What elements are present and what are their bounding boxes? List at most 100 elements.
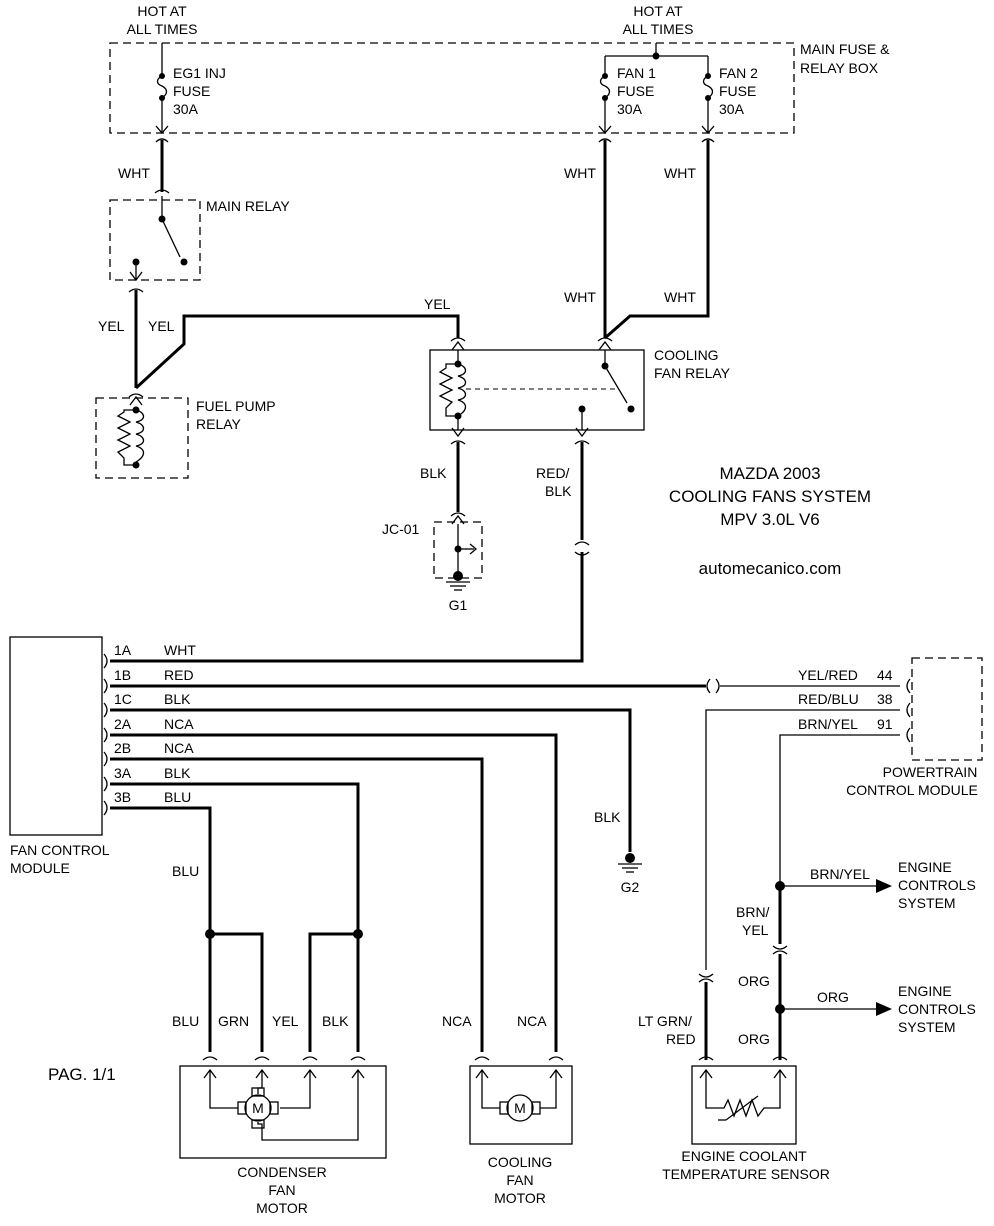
wire-label-nca-2: NCA: [517, 1013, 547, 1029]
wire-label-lt-grn-red-1: LT GRN/: [638, 1013, 692, 1029]
wire-label-org-right: ORG: [817, 989, 849, 1005]
pcm-pin-91: 91: [877, 716, 893, 732]
engine-controls-1-line3: SYSTEM: [898, 895, 956, 911]
eg1-fuse-label-2: FUSE: [173, 83, 210, 99]
wire-yel-top: [134, 314, 460, 390]
g2-ground-symbol: [618, 853, 642, 873]
eg1-fuse-label-3: 30A: [173, 101, 199, 117]
fcm-pin-1a: 1A: [114, 642, 132, 658]
cooling-fan-relay-label-2: FAN RELAY: [654, 365, 731, 381]
cooling-fan-relay-internals: [438, 337, 635, 430]
fcm-pin-2b: 2B: [114, 740, 131, 756]
page-number: PAG. 1/1: [48, 1065, 116, 1084]
engine-controls-2-line3: SYSTEM: [898, 1019, 956, 1035]
fcm-pin-3b: 3B: [114, 789, 131, 805]
condenser-motor-symbol: M: [252, 1100, 264, 1116]
fcm-pin-1c: 1C: [114, 691, 132, 707]
g1-label: G1: [449, 597, 468, 613]
sensor-label-1: ENGINE COOLANT: [681, 1148, 807, 1164]
main-relay-outline: [109, 199, 201, 281]
fan2-fuse-label-1: FAN 2: [719, 65, 758, 81]
sensor-label-2: TEMPERATURE SENSOR: [662, 1166, 830, 1182]
connector-1b-inline: [706, 678, 720, 694]
main-relay-label: MAIN RELAY: [206, 198, 290, 214]
fcm-pin-3a-color: BLK: [164, 765, 191, 781]
fcm-pin-1a-color: WHT: [164, 642, 196, 658]
fuel-pump-relay-label-2: RELAY: [196, 416, 242, 432]
cooling-fan-relay-label-1: COOLING: [654, 347, 719, 363]
connector-relay-redblk-out: [574, 427, 590, 445]
wire-label-grn-motor: GRN: [218, 1013, 249, 1029]
pcm-pin-38-color: RED/BLU: [798, 691, 859, 707]
cooling-motor-internals: [475, 1068, 563, 1122]
engine-controls-1-line1: ENGINE: [898, 859, 952, 875]
title-line-1: MAZDA 2003: [719, 464, 820, 483]
condenser-motor-label-1: CONDENSER: [237, 1164, 326, 1180]
fan1-fuse-symbol: [599, 73, 611, 133]
wire-yel-motor: [308, 932, 358, 1052]
pcm-box: [911, 657, 983, 761]
cooling-motor-label-1: COOLING: [488, 1154, 553, 1170]
connector-relay-blk-out: [450, 427, 466, 445]
fan-control-module-label-1: FAN CONTROL: [10, 842, 110, 858]
site-label: automecanico.com: [699, 559, 842, 578]
connector-fan2-out: [701, 125, 715, 143]
wire-label-org-top: ORG: [738, 973, 770, 989]
wire-label-wht-fan1-top: WHT: [564, 165, 596, 181]
g2-label: G2: [621, 879, 640, 895]
wire-1c-blk: [110, 708, 632, 852]
condenser-motor-internals: [203, 1068, 365, 1141]
hot-right-line1: HOT AT: [633, 3, 683, 19]
wire-label-wht-main: WHT: [118, 165, 150, 181]
fan1-fuse-label-1: FAN 1: [617, 65, 656, 81]
pcm-pin-91-color: BRN/YEL: [798, 716, 858, 732]
wire-3a-blk: [110, 782, 360, 1052]
connector-fan1-out: [598, 125, 612, 143]
wire-label-blu-left: BLU: [172, 863, 199, 879]
cooling-motor-label-2: FAN: [506, 1172, 533, 1188]
wire-label-blk-relay: BLK: [420, 465, 447, 481]
fcm-pin-1b: 1B: [114, 667, 131, 683]
wire-2b-nca: [110, 757, 484, 1052]
pcm-pin-44: 44: [877, 667, 893, 683]
cooling-motor-connectors: [474, 1056, 564, 1061]
arrow-brn-yel-branch: [876, 879, 892, 893]
wire-label-red-blk-1: RED/: [536, 465, 570, 481]
cooling-fan-motor-box: [469, 1065, 573, 1145]
fcm-pin-2a-color: NCA: [164, 716, 194, 732]
wire-3b-blu: [110, 806, 212, 1052]
connector-eg1-out: [155, 125, 169, 143]
engine-controls-2-line1: ENGINE: [898, 983, 952, 999]
fan1-fuse-label-2: FUSE: [617, 83, 654, 99]
wire-label-blk-motor: BLK: [322, 1013, 349, 1029]
wire-label-brn-yel-vertical-1: BRN/: [736, 904, 770, 920]
title-line-3: MPV 3.0L V6: [720, 510, 820, 529]
hot-left-line1: HOT AT: [137, 3, 187, 19]
fuse-box-label-2: RELAY BOX: [800, 60, 879, 76]
connector-main-relay-out: [128, 288, 144, 293]
wire-label-blk-g2: BLK: [594, 809, 621, 825]
fan2-fuse-label-2: FUSE: [719, 83, 756, 99]
cooling-fan-relay-outline: [429, 349, 645, 431]
pcm-pin-connectors: [906, 678, 911, 743]
wire-label-nca-1: NCA: [442, 1013, 472, 1029]
engine-controls-2-line2: CONTROLS: [898, 1001, 976, 1017]
wire-label-yel-left: YEL: [98, 318, 125, 334]
wire-1a-wht: [110, 552, 584, 663]
fcm-pin-connectors: [103, 653, 108, 816]
jc01-internals: [446, 512, 478, 591]
fan2-fuse-label-3: 30A: [719, 101, 745, 117]
fuel-pump-relay-label-1: FUEL PUMP: [196, 398, 276, 414]
title-line-2: COOLING FANS SYSTEM: [669, 487, 871, 506]
wire-label-wht-fan1-bottom: WHT: [564, 289, 596, 305]
fcm-pin-2b-color: NCA: [164, 740, 194, 756]
fuel-pump-relay-outline: [95, 397, 189, 479]
fan-control-module-label-2: MODULE: [10, 860, 70, 876]
fcm-pin-labels: 1A WHT 1B RED 1C BLK 2A NCA 2B NCA 3A BL…: [114, 642, 196, 805]
wire-wht-fan2-vertical: [604, 140, 710, 340]
eg1-fuse-symbol: [156, 43, 168, 133]
hot-right-line2: ALL TIMES: [623, 21, 694, 37]
fcm-pin-3a: 3A: [114, 765, 132, 781]
wire-label-blu-motor: BLU: [172, 1013, 199, 1029]
